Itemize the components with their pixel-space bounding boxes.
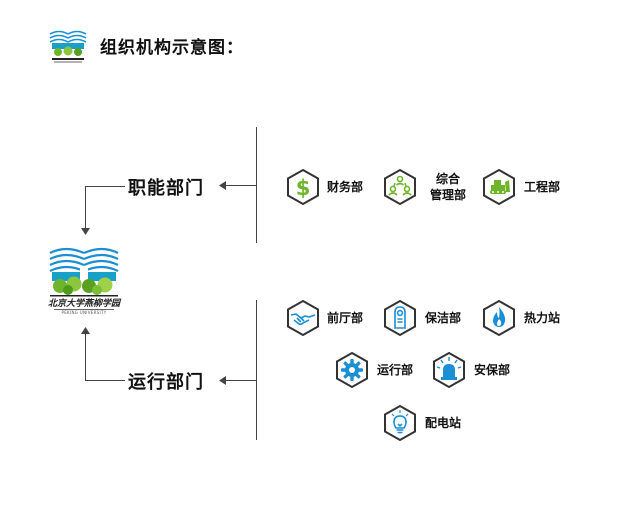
logo-text: 北京大学燕柳学园 — [47, 299, 120, 309]
people-network-icon — [382, 168, 418, 206]
dept-item-heating-station — [481, 299, 517, 337]
department-operations-label: 运行部门 — [128, 372, 204, 393]
door-hanger-icon — [382, 299, 418, 337]
dept-item-general-management-label-line1: 综合 — [435, 172, 460, 186]
light-bulb-icon — [382, 404, 418, 442]
dept-item-security — [431, 351, 467, 389]
dept-item-cleaning-label: 保洁部 — [425, 311, 462, 325]
arrow-down-icon — [81, 228, 90, 235]
header-logo — [46, 28, 90, 64]
connector-top-vertical — [85, 186, 86, 233]
dept-item-power-station-label: 配电站 — [425, 416, 462, 430]
dept-item-general-management-label-line2: 管理部 — [429, 188, 466, 202]
arrow-left-icon — [219, 376, 226, 385]
gear-icon — [334, 351, 370, 389]
connector-top-horizontal — [85, 186, 125, 187]
dept-item-engineering — [481, 168, 517, 206]
bulldozer-icon — [481, 168, 517, 206]
dept-item-cleaning — [382, 299, 418, 337]
flame-icon — [481, 299, 517, 337]
alarm-light-icon — [431, 351, 467, 389]
dept-item-finance-label: 财务部 — [327, 180, 364, 194]
functional-bracket — [256, 127, 257, 243]
operations-arrow-line — [226, 380, 256, 381]
connector-bottom-vertical — [85, 333, 86, 380]
dept-item-operations — [334, 351, 370, 389]
page-title: 组织机构示意图： — [100, 38, 244, 58]
dept-item-front-office-label: 前厅部 — [327, 311, 364, 325]
functional-arrow-line — [226, 185, 256, 186]
arrow-left-icon — [219, 181, 226, 190]
svg-text:$: $ — [296, 176, 311, 200]
dept-item-general-management-label: 综合 管理部 — [424, 171, 472, 203]
handshake-icon — [285, 299, 321, 337]
dept-item-finance: $ — [285, 168, 321, 206]
dept-item-front-office — [285, 299, 321, 337]
dept-item-general-management — [382, 168, 418, 206]
dept-item-engineering-label: 工程部 — [524, 180, 561, 194]
dollar-icon: $ — [285, 168, 321, 206]
dept-item-power-station — [382, 404, 418, 442]
logo-subtitle: PEKING UNIVERSITY — [61, 310, 107, 315]
dept-item-security-label: 安保部 — [474, 363, 511, 377]
department-functional-label: 职能部门 — [128, 178, 204, 199]
arrow-up-icon — [81, 327, 90, 334]
dept-item-heating-station-label: 热力站 — [524, 311, 561, 325]
operations-bracket — [256, 300, 257, 440]
dept-item-operations-label: 运行部 — [377, 363, 414, 377]
organization-logo: 北京大学燕柳学园 PEKING UNIVERSITY — [44, 243, 124, 319]
connector-bottom-horizontal — [85, 380, 125, 381]
